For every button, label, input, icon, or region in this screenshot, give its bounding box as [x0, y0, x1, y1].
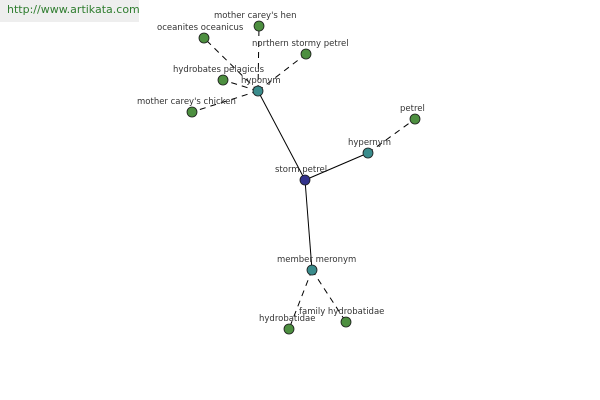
node-leaf-petrel[interactable] — [409, 113, 421, 125]
node-center[interactable] — [299, 174, 311, 186]
label-leaf-northern-stormy-petrel[interactable]: northern stormy petrel — [252, 39, 349, 49]
nodes — [186, 20, 421, 335]
edge-center-hypernym — [304, 152, 369, 181]
edge-center-member-meronym — [304, 179, 313, 271]
label-relation-hypernym[interactable]: hypernym — [348, 138, 391, 148]
label-leaf-family-hydrobatidae[interactable]: family hydrobatidae — [299, 307, 384, 317]
label-leaf-oceanites-oceanicus[interactable]: oceanites oceanicus — [157, 23, 244, 33]
edge-center-hyponym — [257, 90, 306, 181]
node-relation-member-meronym[interactable] — [306, 264, 318, 276]
node-leaf-family-hydrobatidae[interactable] — [340, 316, 352, 328]
node-leaf-hydrobates-pelagicus[interactable] — [217, 74, 229, 86]
site-url-link[interactable]: http://www.artikata.com — [7, 3, 140, 16]
node-leaf-mother-careys-chicken[interactable] — [186, 106, 198, 118]
edge-hyponym-mother-careys-chicken — [191, 90, 259, 113]
node-relation-hyponym[interactable] — [252, 85, 264, 97]
label-leaf-mother-careys-chicken[interactable]: mother carey's chicken — [137, 97, 236, 107]
label-relation-member-meronym[interactable]: member meronym — [277, 255, 356, 265]
label-relation-hyponym[interactable]: hyponym — [241, 76, 281, 86]
label-leaf-hydrobates-pelagicus[interactable]: hydrobates pelagicus — [173, 65, 265, 75]
node-leaf-oceanites-oceanicus[interactable] — [198, 32, 210, 44]
edge-hypernym-petrel — [367, 118, 416, 154]
node-leaf-mother-careys-hen[interactable] — [253, 20, 265, 32]
edge-hyponym-oceanites-oceanicus — [203, 37, 259, 92]
labels: storm petrel hyponym hypernym member mer… — [137, 11, 425, 324]
label-leaf-petrel[interactable]: petrel — [400, 104, 425, 114]
edges — [191, 25, 416, 330]
node-leaf-northern-stormy-petrel[interactable] — [300, 48, 312, 60]
label-center[interactable]: storm petrel — [275, 165, 327, 175]
label-leaf-hydrobatidae[interactable]: hydrobatidae — [259, 314, 315, 324]
site-banner: http://www.artikata.com — [0, 0, 140, 22]
node-leaf-hydrobatidae[interactable] — [283, 323, 295, 335]
node-relation-hypernym[interactable] — [362, 147, 374, 159]
label-leaf-mother-careys-hen[interactable]: mother carey's hen — [214, 11, 297, 21]
